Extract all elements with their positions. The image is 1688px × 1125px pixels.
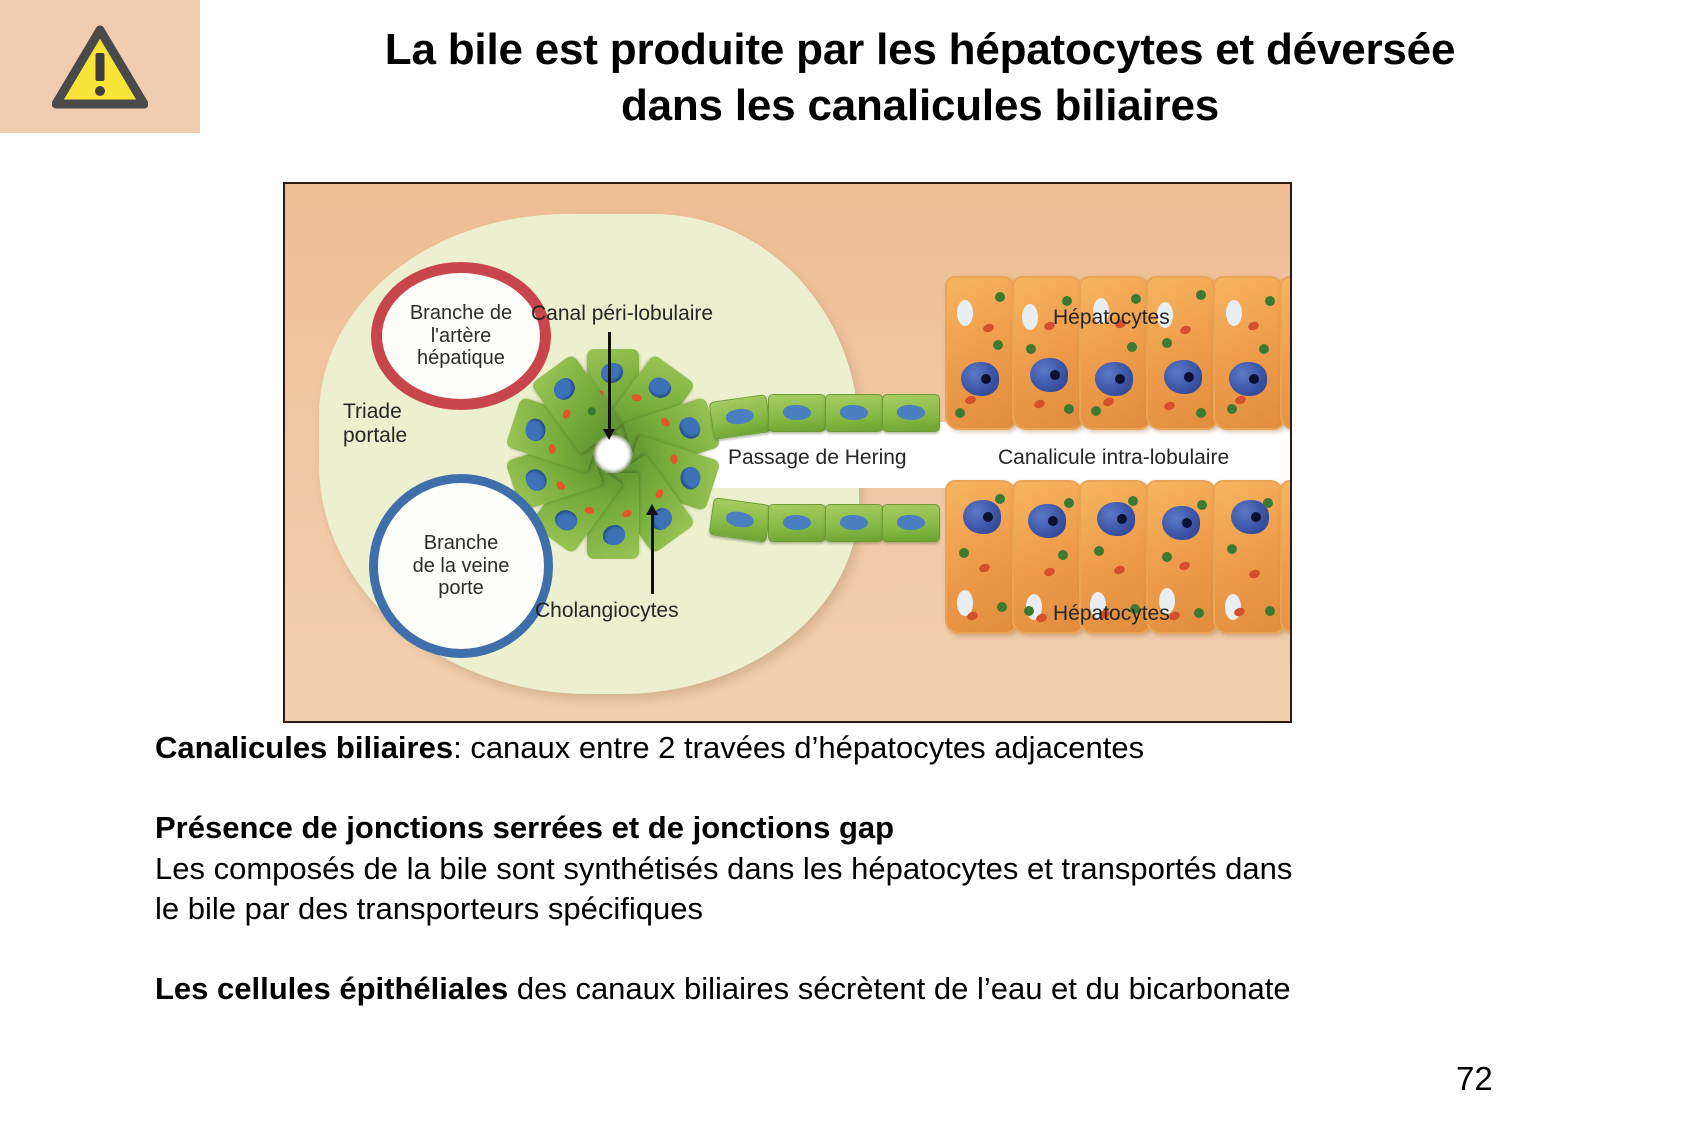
hepatocyte-cell: [945, 480, 1016, 634]
body-line-1-rest: : canaux entre 2 travées d’hépatocytes a…: [453, 730, 1145, 765]
hepatocyte-cell: [1146, 276, 1217, 430]
hepatocyte-cell: [1079, 480, 1150, 634]
canalicule-intra-lobulaire-label: Canalicule intra-lobulaire: [998, 446, 1230, 469]
portal-vein-branch-label: Branche de la veine porte: [412, 532, 510, 600]
hepatocyte-cell: [1079, 276, 1150, 430]
portal-vein-branch-circle: Branche de la veine porte: [369, 474, 553, 658]
hepatocyte-cell: [1213, 276, 1284, 430]
body-line-1-bold: Canalicules biliaires: [155, 730, 454, 765]
duct-cell: [882, 394, 940, 432]
cholangiocyte-ring: [497, 344, 729, 564]
hepatocyte-cell: [1213, 480, 1284, 634]
body-line-1: Canalicules biliaires: canaux entre 2 tr…: [155, 728, 1475, 768]
duct-cell: [825, 504, 883, 542]
hepatocyte-cell: [945, 276, 1016, 430]
hepatocyte-cell: [1012, 480, 1083, 634]
hepatocytes-bottom-label: Hépatocytes: [1053, 602, 1170, 625]
body-line-3: Les composés de la bile sont synthétisés…: [155, 850, 1293, 886]
duct-cell: [825, 394, 883, 432]
slide-body-text: Canalicules biliaires: canaux entre 2 tr…: [155, 728, 1475, 1009]
page-number: 72: [1456, 1060, 1493, 1097]
hepatocyte-cell: [1012, 276, 1083, 430]
body-line-2: Présence de jonctions serrées et de jonc…: [155, 810, 895, 846]
warning-triangle-icon: [52, 25, 148, 109]
warning-band: [0, 0, 200, 133]
cholangiocytes-arrow-icon: [646, 504, 658, 594]
canal-peri-lobulaire-arrow-icon: [603, 332, 615, 440]
paragraph-spacer: [155, 929, 1475, 969]
body-line-5: Les cellules épithéliales des canaux bil…: [155, 969, 1475, 1009]
duct-cell: [882, 504, 940, 542]
paragraph-spacer: [155, 768, 1475, 808]
cholangiocytes-label: Cholangiocytes: [535, 599, 679, 622]
body-line-5-rest: des canaux biliaires sécrètent de l’eau …: [508, 971, 1291, 1007]
hepatocytes-top-label: Hépatocytes: [1053, 306, 1170, 329]
page-title-line-2: dans les canalicules biliaires: [620, 81, 1220, 131]
page-title: La bile est produite par les hépatocytes…: [210, 22, 1630, 135]
hepatic-artery-branch-label: Branche de l'artère hépatique: [409, 302, 513, 370]
duct-cell: [768, 504, 826, 542]
hepatocyte-cell: [1280, 276, 1290, 430]
liver-bile-canaliculi-diagram: Branche de l'artère hépatique Branche de…: [283, 182, 1292, 723]
body-line-4: le bile par des transporteurs spécifique…: [155, 890, 703, 926]
hepatocyte-cell: [1146, 480, 1217, 634]
body-line-5-bold: Les cellules épithéliales: [155, 971, 509, 1007]
passage-de-hering-label: Passage de Hering: [728, 446, 907, 469]
duct-cell: [708, 497, 772, 543]
duct-cell: [708, 394, 772, 440]
page-title-line-1: La bile est produite par les hépatocytes…: [384, 25, 1456, 74]
hepatic-artery-branch-circle: Branche de l'artère hépatique: [371, 262, 551, 410]
triade-portale-label: Triade portale: [343, 400, 408, 447]
duct-cell: [768, 394, 826, 432]
canal-peri-lobulaire-label: Canal péri-lobulaire: [531, 302, 714, 325]
hepatocyte-cell: [1280, 480, 1290, 634]
